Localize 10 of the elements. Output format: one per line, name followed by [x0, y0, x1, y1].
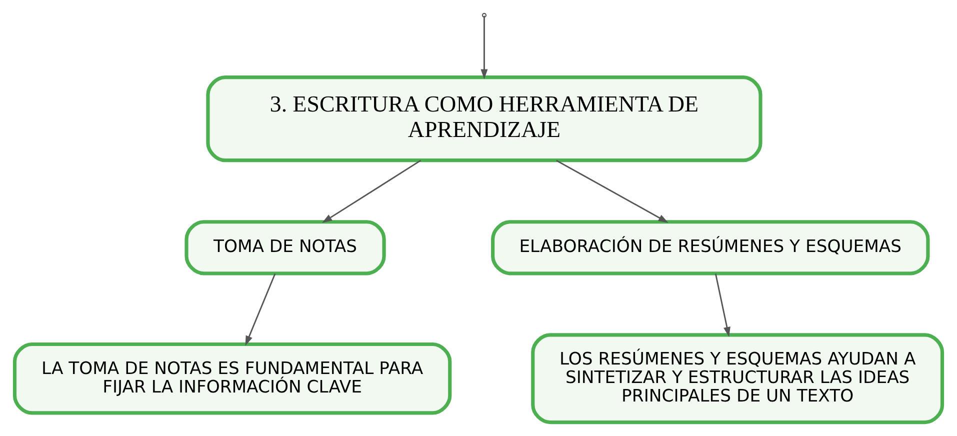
arrow — [714, 273, 730, 337]
node-box: TOMA DE NOTAS — [184, 220, 386, 275]
node-box: LOS RESÚMENES Y ESQUEMAS AYUDAN A SINTETIZAR Y ESTRUCTURAR LAS IDEAS PRINCIPALES DE UN TEXTO — [531, 332, 944, 424]
arrow — [322, 159, 422, 222]
node-box: LA TOMA DE NOTAS ES FUNDAMENTAL PARA FIJAR LA INFORMACIÓN CLAVE — [12, 342, 452, 414]
arrow — [480, 15, 488, 79]
arrow — [556, 159, 668, 222]
node-box: ELABORACIÓN DE RESÚMENES Y ESQUEMAS — [491, 220, 930, 275]
node-box: 3. ESCRITURA COMO HERRAMIENTA DE APRENDIZAJE — [206, 75, 762, 162]
arrow — [245, 273, 276, 346]
